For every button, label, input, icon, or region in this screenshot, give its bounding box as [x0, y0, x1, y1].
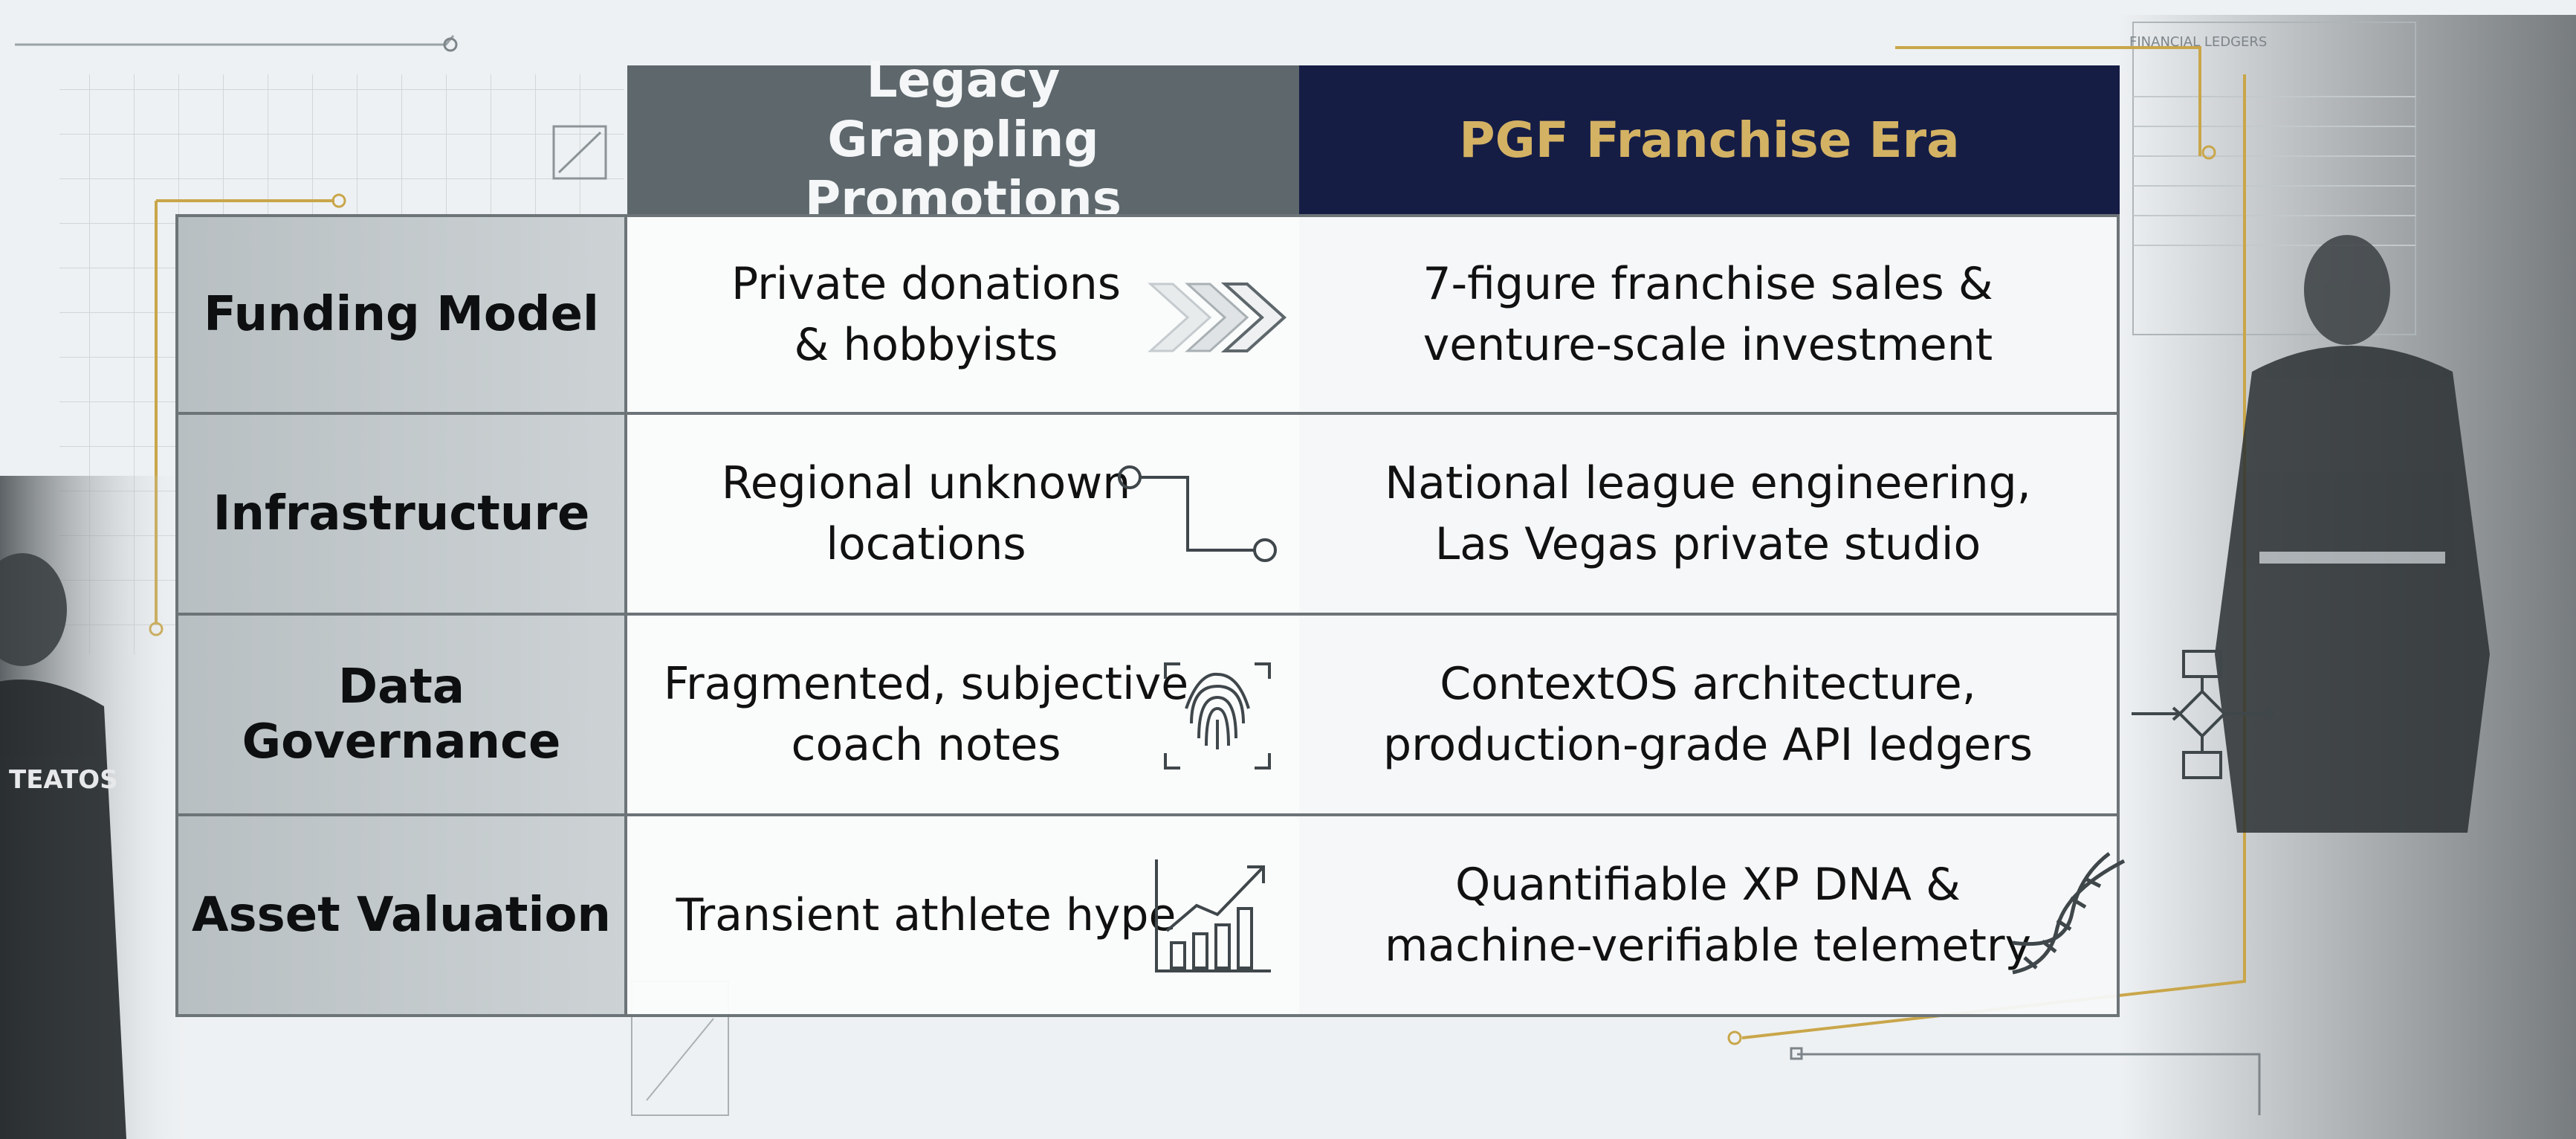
- chevrons-right-icon: [1148, 283, 1287, 352]
- comparison-table: Legacy Grappling Promotions PGF Franchis…: [175, 51, 2276, 1017]
- table-corner: [175, 65, 627, 214]
- fingerprint-icon: [1164, 662, 1271, 769]
- column-header-legacy: Legacy Grappling Promotions: [627, 51, 1299, 228]
- legacy-cell-data-governance: Fragmented, subjective coach notes: [627, 616, 1299, 816]
- pgf-cell-text: National league engineering, Las Vegas p…: [1385, 457, 2031, 570]
- pgf-cell-data-governance: ContextOS architecture, production-grade…: [1299, 616, 2276, 816]
- ledger-title: FINANCIAL LEDGERS: [2129, 34, 2267, 50]
- pgf-cell-asset-valuation: Quantifiable XP DNA & machine-verifiable…: [1299, 816, 2126, 1017]
- row-label-text: Infrastructure: [213, 486, 590, 541]
- pgf-cell-text: 7-figure franchise sales & venture-scale…: [1423, 258, 1993, 371]
- row-label-data-governance: Data Governance: [175, 616, 627, 816]
- dna-helix-icon: [2012, 852, 2126, 975]
- legacy-cell-text: Fragmented, subjective coach notes: [663, 658, 1189, 771]
- flowchart-icon: [2132, 650, 2276, 779]
- column-header-pgf: PGF Franchise Era: [1299, 65, 2120, 214]
- row-label-text: Data Governance: [242, 659, 561, 769]
- column-header-pgf-text: PGF Franchise Era: [1459, 111, 1960, 169]
- pgf-cell-infrastructure: National league engineering, Las Vegas p…: [1299, 415, 2120, 616]
- legacy-cell-text: Regional unknown locations: [721, 457, 1131, 570]
- pgf-cell-text: Quantifiable XP DNA & machine-verifiable…: [1384, 859, 2032, 972]
- pgf-cell-text: ContextOS architecture, production-grade…: [1382, 658, 2033, 771]
- column-header-legacy-text: Legacy Grappling Promotions: [804, 51, 1122, 228]
- row-label-funding: Funding Model: [175, 214, 627, 415]
- gi-patch-text: TEATOS: [9, 765, 118, 795]
- pgf-cell-funding: 7-figure franchise sales & venture-scale…: [1299, 214, 2120, 415]
- legacy-cell-text: Private donations & hobbyists: [731, 258, 1122, 371]
- row-label-infrastructure: Infrastructure: [175, 415, 627, 616]
- legacy-cell-funding: Private donations & hobbyists: [627, 214, 1299, 415]
- legacy-cell-text: Transient athlete hype: [676, 889, 1177, 941]
- growth-chart-icon: [1155, 859, 1271, 972]
- legacy-cell-infrastructure: Regional unknown locations: [627, 415, 1299, 616]
- row-label-text: Funding Model: [204, 287, 599, 342]
- row-label-asset-valuation: Asset Valuation: [175, 816, 627, 1017]
- circuit-path-icon: [1118, 465, 1277, 562]
- row-label-text: Asset Valuation: [192, 888, 611, 943]
- legacy-cell-asset-valuation: Transient athlete hype: [627, 816, 1299, 1017]
